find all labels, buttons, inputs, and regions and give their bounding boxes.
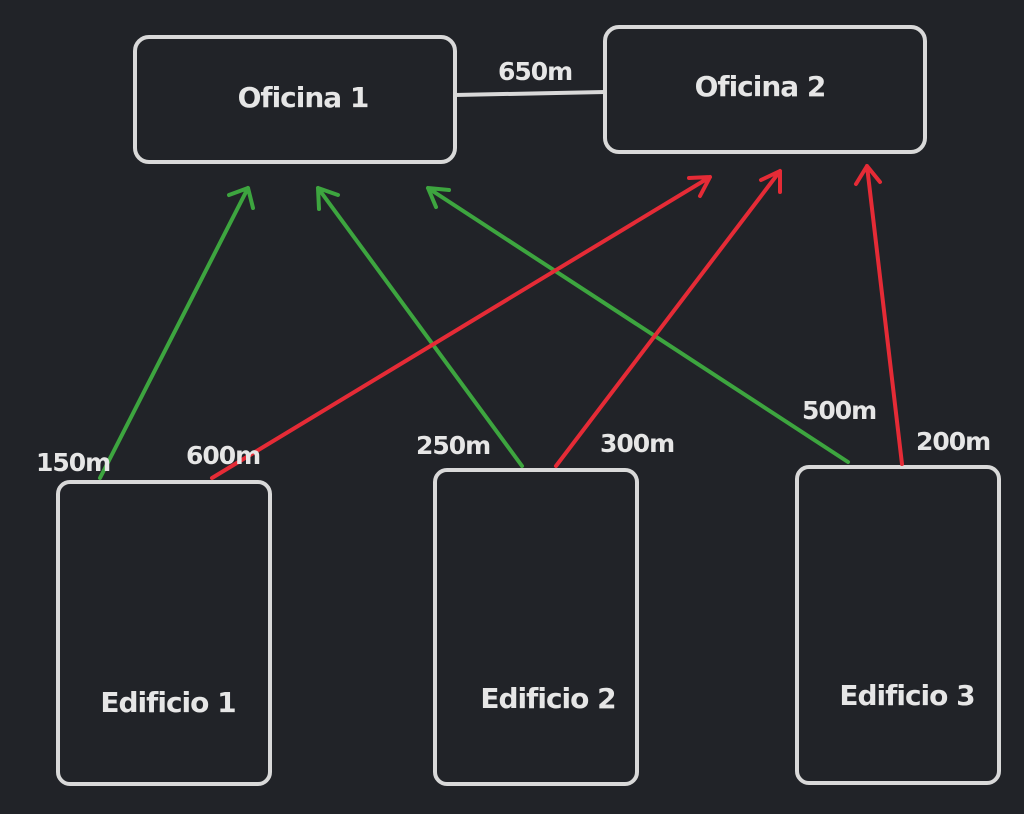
arrow-edificio2-oficina2 bbox=[554, 169, 782, 468]
distance-edificio1-oficina2: 600m bbox=[186, 441, 260, 470]
edificio-3-box bbox=[795, 465, 1001, 785]
link-oficina1-oficina2 bbox=[453, 90, 607, 97]
distance-edificio3-oficina2: 200m bbox=[916, 427, 990, 456]
arrow-edificio3-oficina2 bbox=[854, 164, 904, 466]
node-edificio-2: Edificio 2 bbox=[433, 468, 639, 786]
node-edificio-1: Edificio 1 bbox=[56, 480, 272, 786]
edificio-1-box bbox=[56, 480, 272, 786]
oficina-1-box bbox=[133, 35, 457, 164]
edificio-2-box bbox=[433, 468, 639, 786]
edificio-1-label: Edificio 1 bbox=[100, 686, 235, 719]
arrow-edificio2-oficina1 bbox=[316, 186, 524, 468]
distance-edificio3-oficina1: 500m bbox=[802, 396, 876, 425]
node-edificio-3: Edificio 3 bbox=[795, 465, 1001, 785]
distance-edificio1-oficina1: 150m bbox=[36, 448, 110, 477]
arrow-edificio1-oficina2 bbox=[210, 175, 712, 480]
edificio-2-label: Edificio 2 bbox=[480, 682, 615, 715]
oficina-2-label: Oficina 2 bbox=[695, 70, 826, 103]
node-oficina-1: Oficina 1 bbox=[133, 35, 457, 164]
oficina-1-label: Oficina 1 bbox=[238, 81, 369, 114]
arrow-edificio1-oficina1 bbox=[98, 186, 255, 480]
oficina-2-box bbox=[603, 25, 927, 154]
node-oficina-2: Oficina 2 bbox=[603, 25, 927, 154]
distance-edificio2-oficina1: 250m bbox=[416, 431, 490, 460]
distance-oficina1-oficina2: 650m bbox=[498, 57, 572, 86]
distance-edificio2-oficina2: 300m bbox=[600, 429, 674, 458]
arrow-edificio3-oficina1 bbox=[426, 186, 850, 464]
edificio-3-label: Edificio 3 bbox=[839, 679, 974, 712]
